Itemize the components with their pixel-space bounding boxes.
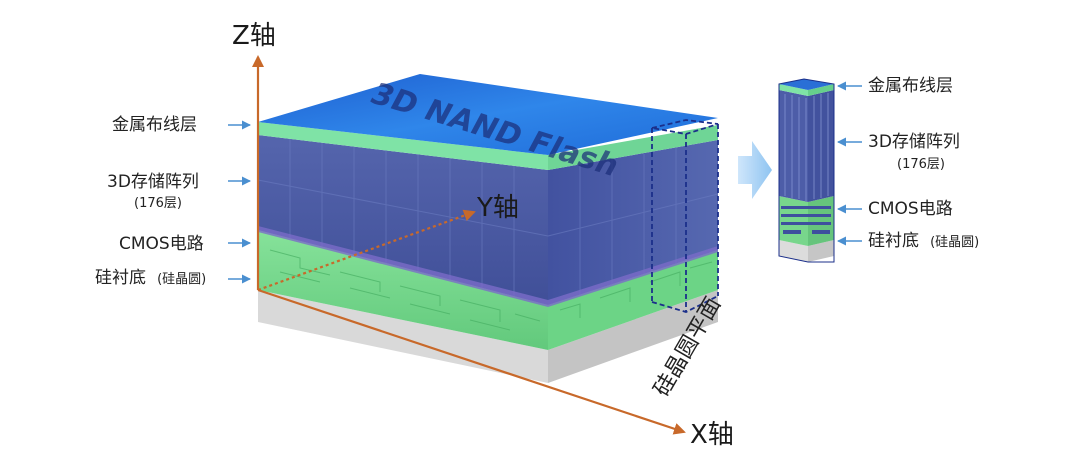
left-label-array-sub: (176层) — [134, 196, 182, 211]
right-label-metal: 金属布线层 — [868, 76, 953, 96]
cmos-front-face — [258, 230, 548, 350]
right-label-substrate: 硅衬底 (硅晶圆) — [868, 231, 979, 251]
column-metal-side — [808, 84, 834, 96]
column-substrate-side — [808, 240, 834, 262]
y-axis-line — [257, 209, 476, 292]
array-front-face — [258, 135, 548, 305]
right-label-array-sub: (176层) — [897, 157, 945, 172]
right-label-substrate-main: 硅衬底 — [868, 231, 919, 251]
column-substrate-front — [779, 240, 808, 262]
left-label-cmos: CMOS电路 — [119, 234, 204, 254]
right-labels: 金属布线层 3D存储阵列 (176层) CMOS电路 硅衬底 (硅晶圆) — [837, 76, 979, 251]
metal-side-face — [548, 125, 718, 170]
left-labels: 金属布线层 3D存储阵列 (176层) CMOS电路 硅衬底 (硅晶圆) — [95, 115, 251, 288]
column-array-lines — [784, 93, 829, 201]
cmos-side-face — [548, 250, 718, 350]
column-metal-front — [779, 84, 808, 96]
column-highlight — [651, 119, 719, 313]
left-label-metal: 金属布线层 — [112, 115, 197, 135]
left-label-substrate-sub: (硅晶圆) — [157, 272, 206, 287]
column-cmos-side — [808, 196, 834, 246]
right-label-substrate-sub: (硅晶圆) — [930, 235, 979, 250]
x-axis-line — [257, 288, 686, 435]
main-chip-block: 3D NAND Flash — [257, 74, 719, 383]
top-face — [258, 74, 718, 155]
column-detail — [778, 78, 835, 263]
right-label-cmos: CMOS电路 — [868, 199, 953, 219]
left-label-substrate: 硅衬底 (硅晶圆) — [95, 268, 206, 288]
right-label-array: 3D存储阵列 — [868, 132, 960, 152]
axes: Z轴 Y轴 X轴 — [232, 21, 734, 450]
column-outline — [778, 78, 835, 263]
metal-front-face — [258, 122, 548, 170]
y-axis-label: Y轴 — [476, 193, 519, 223]
column-cmos-bars — [781, 206, 831, 234]
array-grid-lines — [257, 139, 719, 296]
z-axis-label: Z轴 — [232, 21, 276, 51]
cmos-circuit-pattern — [269, 249, 713, 331]
array-cmos-separator — [258, 226, 718, 307]
column-cmos-front — [779, 196, 808, 246]
column-array-front — [779, 90, 808, 202]
x-axis-label: X轴 — [690, 420, 734, 450]
left-label-array: 3D存储阵列 — [107, 172, 199, 192]
substrate-side-face — [548, 290, 718, 383]
transition-arrow — [738, 141, 772, 199]
left-label-substrate-main: 硅衬底 — [95, 268, 146, 288]
